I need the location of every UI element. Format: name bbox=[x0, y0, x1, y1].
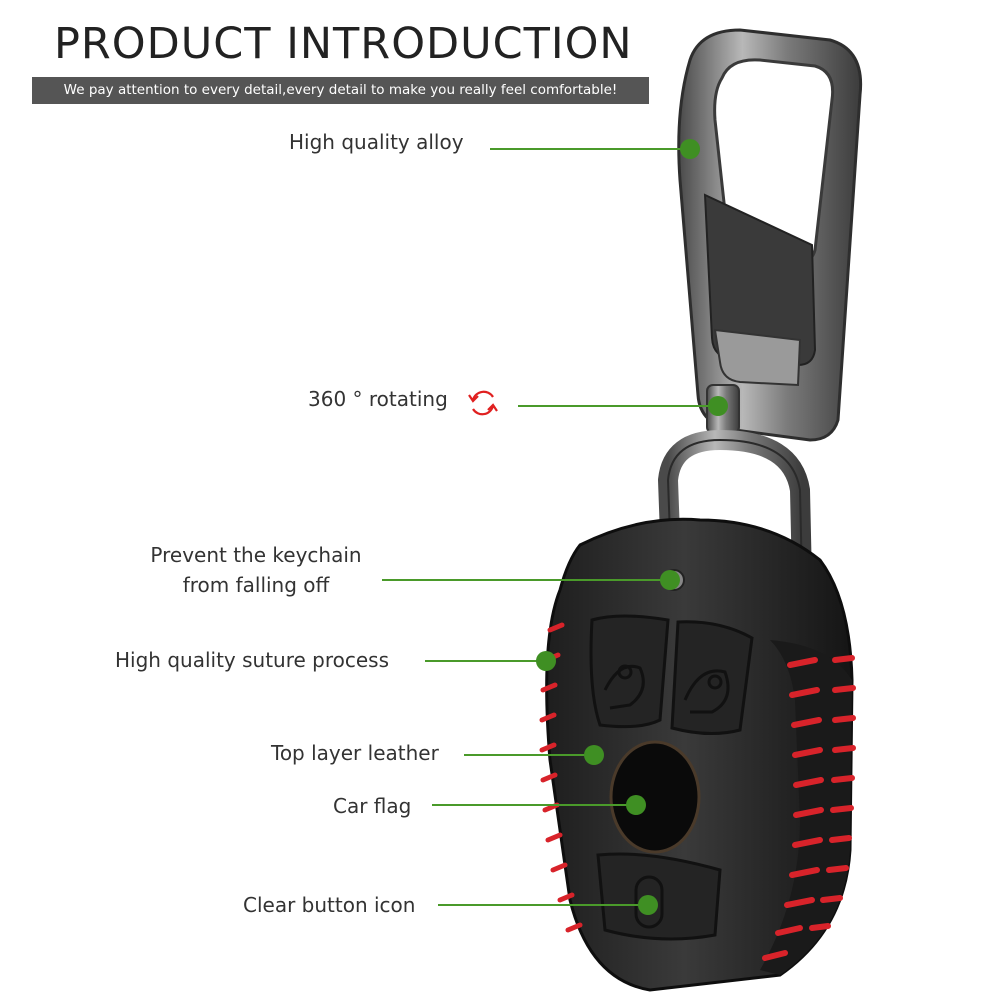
label-prevent: Prevent the keychain from falling off bbox=[140, 540, 372, 600]
stitching-right bbox=[762, 655, 856, 961]
callout-dot-leather bbox=[584, 745, 604, 765]
callout-dot-rotating bbox=[708, 396, 728, 416]
label-alloy: High quality alloy bbox=[289, 130, 464, 154]
callout-dot-button bbox=[638, 895, 658, 915]
rotate-arrows-icon bbox=[468, 390, 498, 416]
label-rotating: 360 ° rotating bbox=[308, 387, 448, 411]
leather-fob bbox=[545, 517, 854, 992]
callout-dot-prevent bbox=[660, 570, 680, 590]
callout-dot-alloy bbox=[680, 139, 700, 159]
label-suture: High quality suture process bbox=[115, 648, 390, 672]
callout-dot-suture bbox=[536, 651, 556, 671]
label-flag: Car flag bbox=[333, 794, 412, 818]
label-prevent-line2: from falling off bbox=[182, 573, 330, 597]
page-title: PRODUCT INTRODUCTION bbox=[54, 19, 633, 69]
carabiner bbox=[677, 28, 863, 442]
label-button-icon: Clear button icon bbox=[243, 893, 416, 917]
label-prevent-line1: Prevent the keychain bbox=[150, 543, 362, 567]
page-subtitle: We pay attention to every detail,every d… bbox=[32, 77, 649, 104]
label-leather: Top layer leather bbox=[271, 741, 439, 765]
callout-dot-flag bbox=[626, 795, 646, 815]
